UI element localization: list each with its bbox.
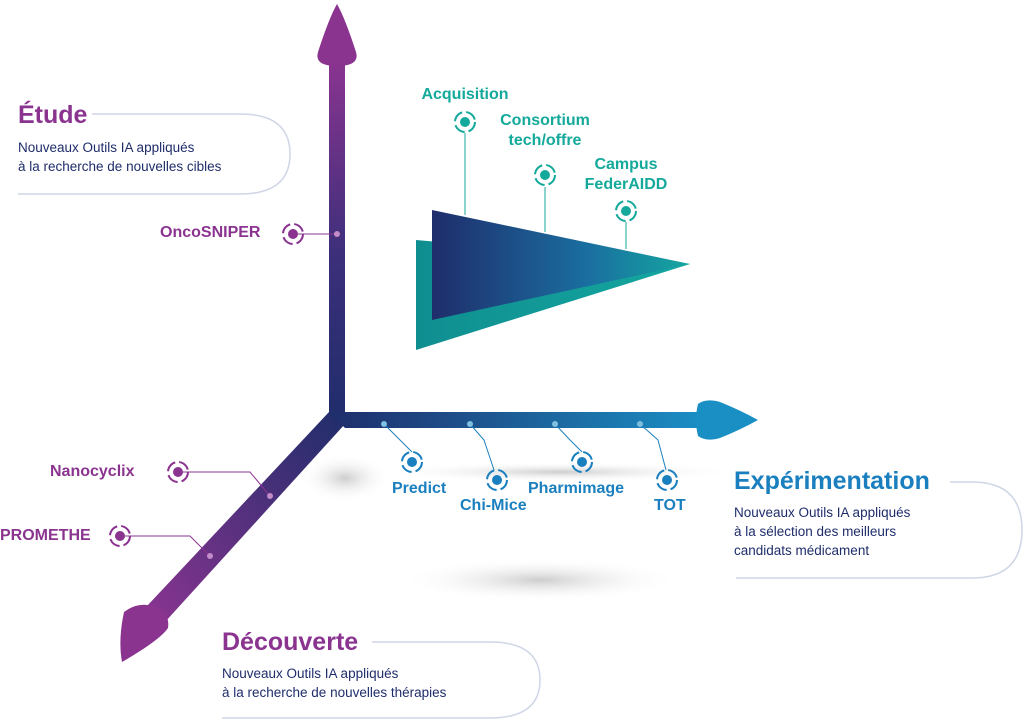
project-label-nanocyclix: Nanocyclix [50, 463, 135, 480]
project-label-chimice: Chi-Mice [460, 497, 527, 514]
target-icon-promethe [109, 525, 131, 547]
leader-pharmimage [554, 423, 583, 453]
project-label-predict: Predict [392, 480, 447, 497]
etude-title: Étude [18, 101, 88, 129]
target-icon-consortium [534, 164, 556, 186]
decouverte-desc-line: Nouveaux Outils IA appliqués [222, 666, 399, 681]
shadow-wedge [400, 558, 680, 602]
project-label-tot: TOT [654, 497, 686, 514]
shadow-center [300, 454, 390, 502]
experimentation-desc-line: Nouveaux Outils IA appliqués [734, 505, 911, 520]
target-icon-pharmimage [571, 451, 593, 473]
leader-predict [383, 423, 413, 453]
shadow-horizontal [380, 462, 740, 482]
target-icon-oncosniper [282, 223, 304, 245]
target-icon-tot [656, 469, 678, 491]
experimentation-title: Expérimentation [734, 467, 930, 495]
target-icon-chimice [486, 469, 508, 491]
project-label-oncosniper: OncoSNIPER [160, 224, 261, 241]
axis-dot-oncosniper [334, 231, 340, 237]
decouverte-bracket [222, 641, 541, 719]
project-label-pharmimage: Pharmimage [528, 480, 625, 497]
experimentation-description: Nouveaux Outils IA appliqués à la sélect… [734, 503, 910, 560]
diagonal-arrowhead [120, 604, 169, 662]
leader-chimice [469, 423, 495, 471]
etude-desc-line: à la recherche de nouvelles cibles [18, 159, 222, 174]
horizontal-arrowhead [696, 400, 758, 440]
diagonal-axis [147, 412, 345, 622]
experimentation-bracket [736, 481, 1023, 579]
axis-dot-predict [381, 421, 387, 427]
wedge-front [432, 210, 690, 320]
target-icon-campus [615, 200, 637, 222]
leader-nanocyclix [182, 471, 271, 497]
leader-promethe [124, 535, 211, 557]
axis-dot-nanocyclix [267, 493, 273, 499]
target-icon-acquisition [454, 111, 476, 133]
project-label-campus: Campus FederAIDD [584, 156, 668, 193]
axis-dot-tot [637, 421, 643, 427]
axis-dot-promethe [207, 553, 213, 559]
decouverte-title: Découverte [222, 628, 359, 656]
leader-tot [639, 423, 667, 471]
project-label-acquisition: Acquisition [421, 86, 509, 103]
experimentation-desc-line: à la sélection des meilleurs [734, 524, 897, 539]
decouverte-description: Nouveaux Outils IA appliqués à la recher… [222, 664, 446, 702]
target-icon-predict [401, 451, 423, 473]
axis-dot-chimice [467, 421, 473, 427]
etude-description: Nouveaux Outils IA appliqués à la recher… [18, 138, 221, 176]
project-label-promethe: PROMETHE [0, 527, 91, 544]
vertical-arrowhead [317, 4, 357, 66]
target-icon-nanocyclix [167, 461, 189, 483]
experimentation-desc-line: candidats médicament [734, 543, 870, 558]
decouverte-desc-line: à la recherche de nouvelles thérapies [222, 685, 447, 700]
etude-desc-line: Nouveaux Outils IA appliqués [18, 140, 195, 155]
axis-dot-pharmimage [552, 421, 558, 427]
horizontal-axis [329, 412, 704, 428]
vertical-axis [329, 60, 345, 424]
project-label-consortium: Consortium tech/offre [500, 112, 590, 149]
etude-bracket [18, 113, 291, 195]
